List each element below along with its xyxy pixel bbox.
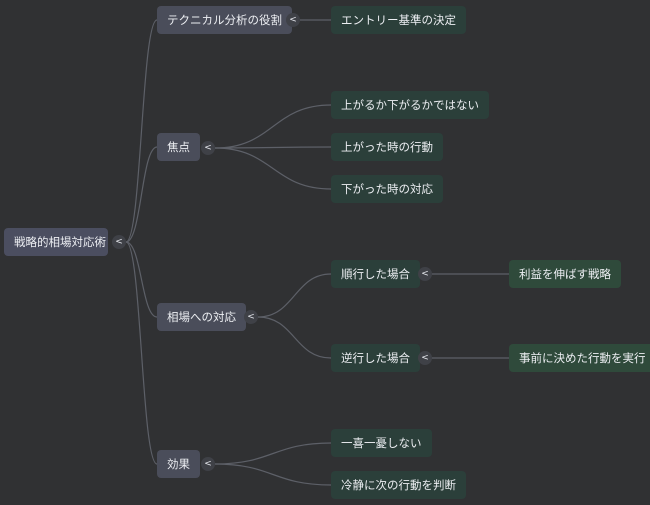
leaf-node-calm-next-action[interactable]: 冷静に次の行動を判断 (331, 471, 466, 499)
leaf-node-not-up-or-down[interactable]: 上がるか下がるかではない (331, 91, 489, 119)
favorable-move-toggle[interactable]: < (418, 267, 432, 281)
branch-node-market-response[interactable]: 相場への対応 (157, 303, 246, 331)
adverse-move-toggle[interactable]: < (418, 351, 432, 365)
edge-leaf-node-not-up-or-down (214, 104, 332, 149)
leaf-node-stay-composed[interactable]: 一喜一憂しない (331, 429, 432, 457)
edge-leaf-node-calm-next-action (214, 463, 332, 486)
edge-leaf-node-adverse-move (257, 316, 332, 359)
leaf-node-favorable-move[interactable]: 順行した場合 (331, 260, 420, 288)
edge-leaf-node-favorable-move (257, 273, 332, 318)
edge-branch-node-effect (125, 241, 158, 465)
root-node[interactable]: 戦略的相場対応術 (4, 228, 108, 256)
edge-branch-node-market-response (125, 241, 158, 318)
branch-effect-toggle[interactable]: < (201, 457, 215, 471)
edge-leaf-node-action-when-up (214, 146, 332, 149)
leaf-node-entry-criteria[interactable]: エントリー基準の決定 (331, 6, 466, 34)
branch-node-technical-role[interactable]: テクニカル分析の役割 (157, 6, 292, 34)
edge-branch-node-technical-role (125, 19, 158, 243)
root-collapse-toggle[interactable]: < (112, 235, 126, 249)
branch-node-effect[interactable]: 効果 (157, 450, 200, 478)
branch-focus-toggle[interactable]: < (201, 141, 215, 155)
leaf-node-adverse-move[interactable]: 逆行した場合 (331, 344, 420, 372)
leaf-node-response-when-down[interactable]: 下がった時の対応 (331, 175, 443, 203)
edge-leaf-node-response-when-down (214, 147, 332, 190)
leaf-node-extend-profit-strategy[interactable]: 利益を伸ばす戦略 (509, 260, 621, 288)
edge-leaf-node-stay-composed (214, 442, 332, 465)
edge-branch-node-focus (125, 146, 158, 243)
leaf-node-execute-planned-action[interactable]: 事前に決めた行動を実行 (509, 344, 650, 372)
branch-technical-role-toggle[interactable]: < (286, 13, 300, 27)
leaf-node-action-when-up[interactable]: 上がった時の行動 (331, 133, 443, 161)
branch-market-response-toggle[interactable]: < (244, 310, 258, 324)
branch-node-focus[interactable]: 焦点 (157, 133, 200, 161)
